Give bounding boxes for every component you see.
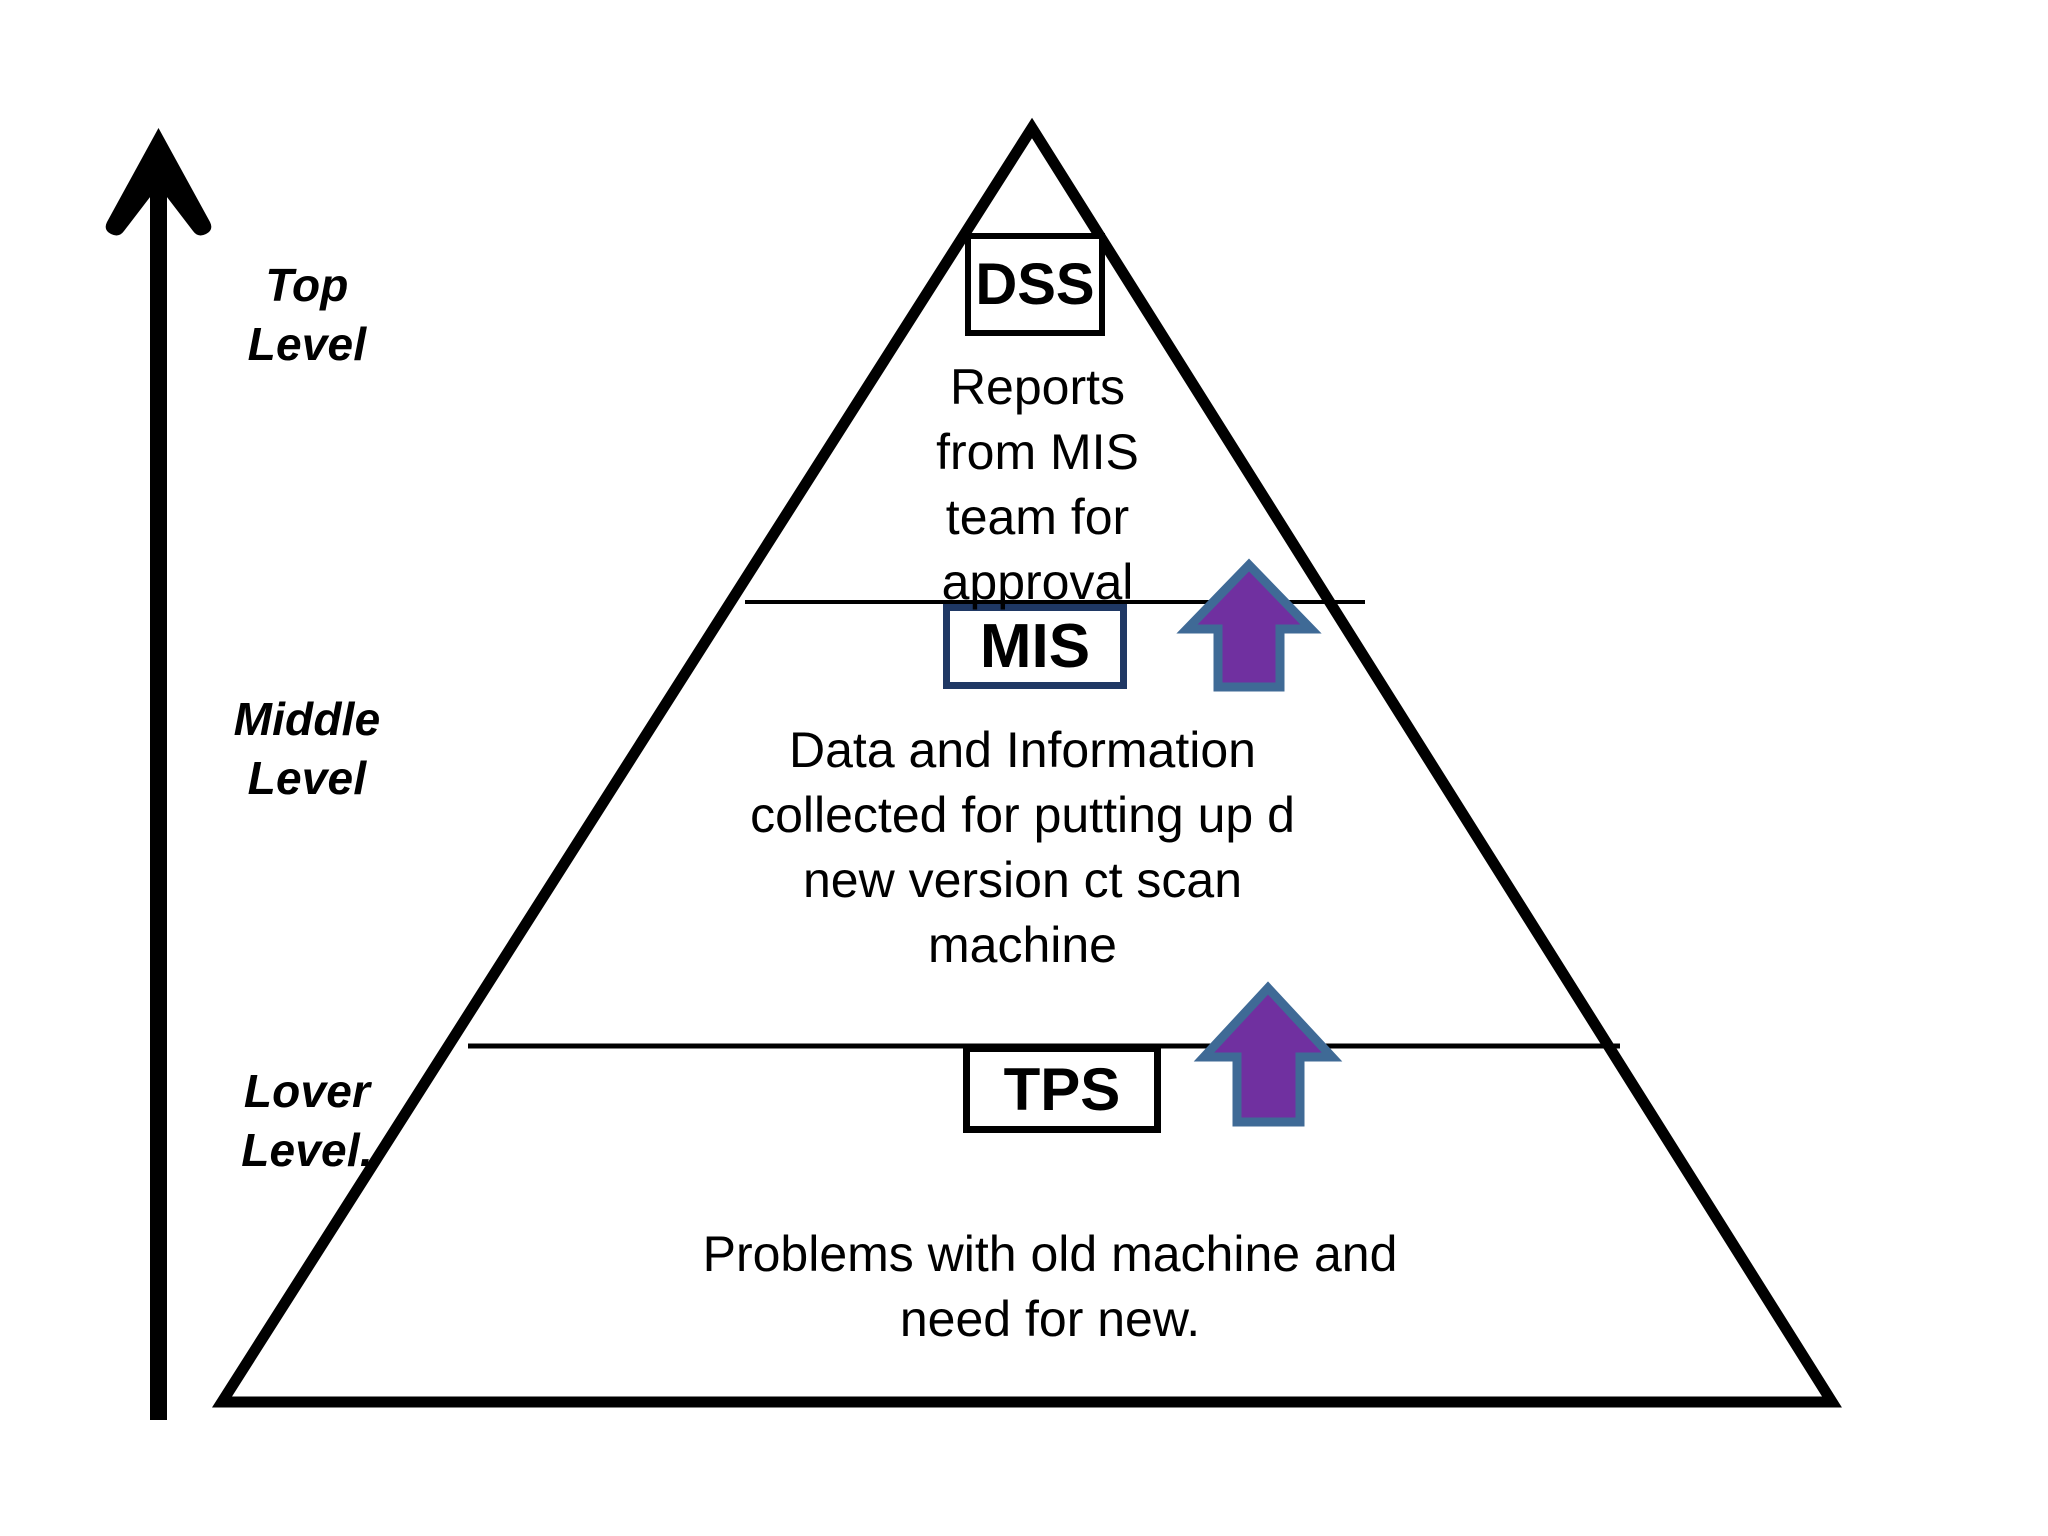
level-label-top: Top Level	[247, 259, 367, 370]
dss-box-label: DSS	[975, 252, 1095, 317]
upward-hierarchy-arrow	[105, 128, 212, 1420]
mis-to-dss-flow-arrow	[1176, 558, 1322, 692]
mis-box-label: MIS	[979, 612, 1091, 681]
tps-to-mis-flow-arrow	[1193, 981, 1343, 1127]
dss-box[interactable]: DSS	[965, 233, 1105, 336]
top-level-description: Reports from MIS team for approval	[936, 359, 1139, 610]
level-label-middle: Middle Level	[233, 693, 381, 804]
tps-box-label: TPS	[1003, 1055, 1121, 1123]
level-label-lower: Lover Level.	[241, 1065, 373, 1176]
tps-box[interactable]: TPS	[963, 1045, 1161, 1133]
mis-box[interactable]: MIS	[943, 604, 1127, 689]
lower-level-description: Problems with old machine and need for n…	[702, 1226, 1398, 1347]
middle-level-description: Data and Information collected for putti…	[750, 722, 1295, 973]
pyramid-outline	[211, 117, 1842, 1408]
